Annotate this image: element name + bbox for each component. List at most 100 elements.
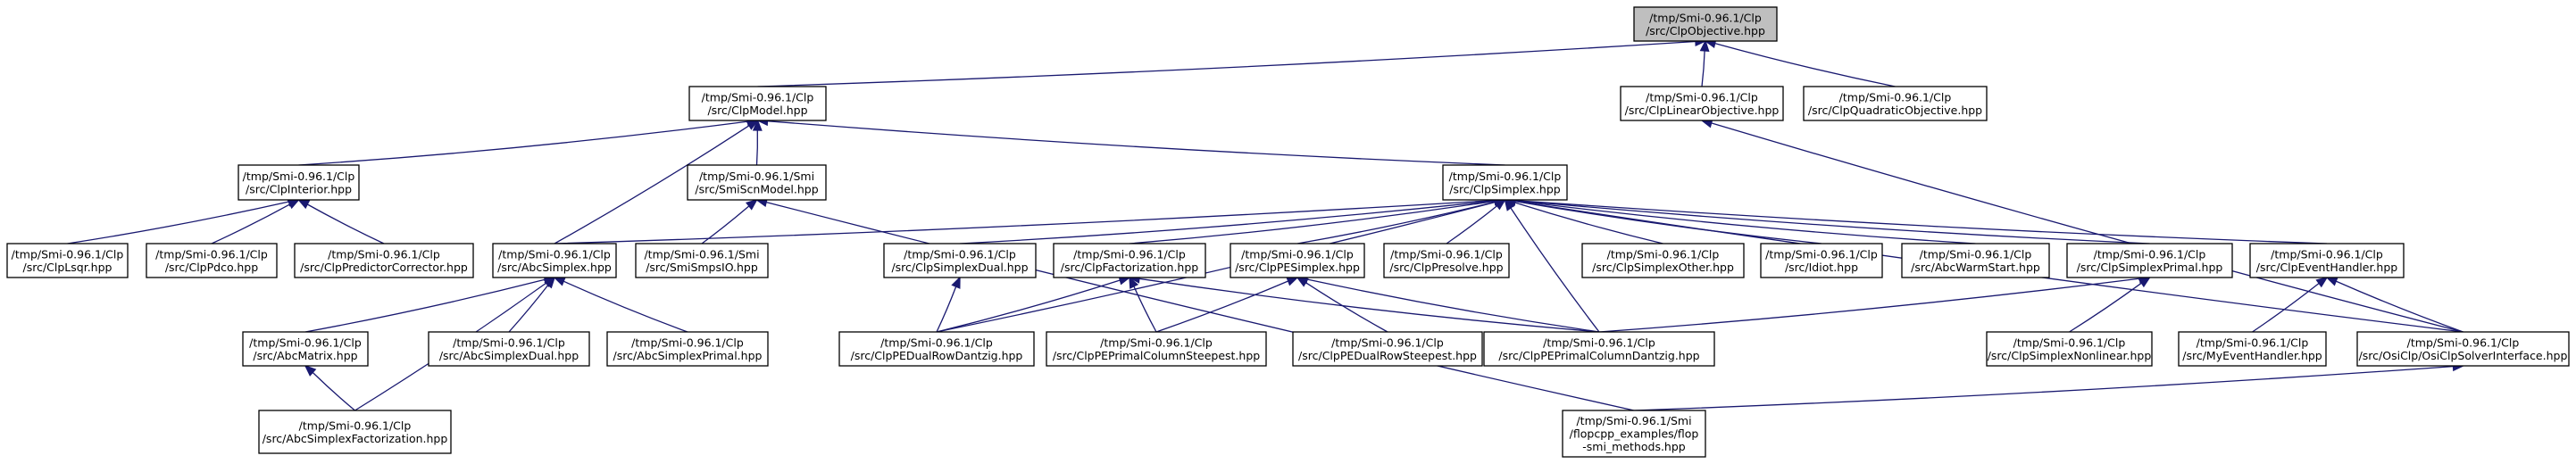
node-clp-objective[interactable]: /tmp/Smi-0.96.1/Clp/src/ClpObjective.hpp [1633, 6, 1778, 42]
node-box [1230, 243, 1365, 278]
edge-clp-pe-primal-column-dantzig-to-clp-simplex-primal [1598, 273, 2152, 333]
node-smi-smps-io[interactable]: /tmp/Smi-0.96.1/Smi/src/SmiSmpsIO.hpp [635, 243, 769, 278]
edge-clp-pe-primal-column-dantzig-to-clp-pe-simplex [1296, 274, 1600, 333]
edge-clp-predictor-corrector-to-clp-interior [296, 199, 385, 244]
edge-flop-smi-methods-to-osi-clp-solver-interface [1633, 361, 2465, 411]
node-box [687, 164, 827, 201]
edge-clp-lsqr-to-clp-interior [67, 196, 301, 244]
node-clp-simplex-other[interactable]: /tmp/Smi-0.96.1/Clp/src/ClpSimplexOther.… [1581, 243, 1745, 278]
node-clp-linear-objective[interactable]: /tmp/Smi-0.96.1/Clp/src/ClpLinearObjecti… [1620, 86, 1784, 121]
node-label-line: /tmp/Smi-0.96.1/Smi [699, 170, 814, 183]
edge-clp-event-handler-to-clp-simplex [1503, 195, 2328, 244]
edge-line [1514, 199, 2328, 244]
node-box [1620, 86, 1784, 121]
node-label-line: /tmp/Smi-0.96.1/Clp [880, 336, 993, 349]
node-label-line: /src/ClpObjective.hpp [1646, 24, 1765, 37]
node-box [606, 331, 769, 367]
node-clp-pe-primal-column-steepest[interactable]: /tmp/Smi-0.96.1/Clp/src/ClpPEPrimalColum… [1046, 331, 1267, 367]
edge-line [1514, 200, 1822, 244]
node-abc-simplex-factorization[interactable]: /tmp/Smi-0.96.1/Clp/src/AbcSimplexFactor… [258, 410, 452, 454]
node-clp-presolve[interactable]: /tmp/Smi-0.96.1/Clp/src/ClpPresolve.hpp [1383, 243, 1510, 278]
node-label-line: /tmp/Smi-0.96.1/Clp [453, 336, 565, 349]
node-my-event-handler[interactable]: /tmp/Smi-0.96.1/Clp/src/MyEventHandler.h… [2178, 331, 2327, 367]
arrowhead [304, 364, 317, 377]
node-label-line: /tmp/Smi-0.96.1/Clp [702, 90, 814, 104]
arrowhead [296, 199, 311, 210]
node-label-line: /src/ClpInterior.hpp [246, 182, 352, 195]
node-label-line: /tmp/Smi-0.96.1/Clp [498, 247, 611, 261]
node-clp-quadratic-objective[interactable]: /tmp/Smi-0.96.1/Clp/src/ClpQuadraticObje… [1803, 86, 1988, 121]
edge-abc-simplex-to-clp-simplex [554, 195, 1507, 244]
node-abc-simplex-primal[interactable]: /tmp/Smi-0.96.1/Clp/src/AbcSimplexPrimal… [606, 331, 769, 367]
edge-line [298, 120, 748, 166]
node-box [1986, 331, 2153, 367]
edge-line [1701, 50, 1705, 87]
node-clp-simplex-dual[interactable]: /tmp/Smi-0.96.1/Clp/src/ClpSimplexDual.h… [883, 243, 1037, 278]
node-clp-pe-simplex[interactable]: /tmp/Smi-0.96.1/Clp/src/ClpPESimplex.hpp [1230, 243, 1365, 278]
node-label-line: /tmp/Smi-0.96.1/Clp [299, 418, 412, 432]
node-flop-smi-methods[interactable]: /tmp/Smi-0.96.1/Smi/flopcpp_examples/flo… [1562, 410, 1706, 458]
node-clp-event-handler[interactable]: /tmp/Smi-0.96.1/Clp/src/ClpEventHandler.… [2249, 243, 2405, 278]
node-box [2249, 243, 2405, 278]
node-label-line: /src/OsiClp/OsiClpSolverInterface.hpp [2359, 349, 2568, 362]
node-box [258, 410, 452, 454]
node-box [492, 243, 617, 278]
edge-clp-pe-dual-row-dantzig-to-clp-factorization [936, 275, 1131, 333]
node-clp-simplex-primal[interactable]: /tmp/Smi-0.96.1/Clp/src/ClpSimplexPrimal… [2066, 243, 2233, 278]
node-clp-pdco[interactable]: /tmp/Smi-0.96.1/Clp/src/ClpPdco.hpp [146, 243, 278, 278]
arrowhead [1286, 277, 1299, 286]
edge-clp-pe-simplex-to-clp-simplex [1296, 197, 1507, 244]
node-label-line: /tmp/Smi-0.96.1/Clp [1331, 336, 1444, 349]
node-label-line: /src/SmiScnModel.hpp [695, 182, 818, 195]
node-clp-predictor-corrector[interactable]: /tmp/Smi-0.96.1/Clp/src/ClpPredictorCorr… [294, 243, 474, 278]
arrowhead [951, 276, 961, 289]
node-abc-warm-start[interactable]: /tmp/Smi-0.96.1/Clp/src/AbcWarmStart.hpp [1901, 243, 2050, 278]
edge-line [936, 201, 1496, 333]
edge-line [304, 278, 546, 333]
edge-line [1446, 205, 1498, 244]
arrowhead [543, 277, 556, 287]
node-box [1803, 86, 1988, 121]
node-smi-scn-model[interactable]: /tmp/Smi-0.96.1/Smi/src/SmiScnModel.hpp [687, 164, 827, 201]
edge-line [936, 286, 957, 333]
node-clp-simplex[interactable]: /tmp/Smi-0.96.1/Clp/src/ClpSimplex.hpp [1442, 164, 1568, 201]
node-clp-pe-dual-row-steepest[interactable]: /tmp/Smi-0.96.1/Clp/src/ClpPEDualRowStee… [1292, 331, 1483, 367]
node-clp-simplex-nonlinear[interactable]: /tmp/Smi-0.96.1/Clp/src/ClpSimplexNonlin… [1986, 331, 2153, 367]
node-clp-pe-primal-column-dantzig[interactable]: /tmp/Smi-0.96.1/Clp/src/ClpPEPrimalColum… [1483, 331, 1715, 367]
node-label-line: /src/ClpSimplexNonlinear.hpp [1988, 349, 2152, 362]
node-label-line: /src/ClpLinearObjective.hpp [1625, 104, 1780, 117]
edge-line [67, 201, 289, 244]
node-osi-clp-solver-interface[interactable]: /tmp/Smi-0.96.1/Clp/src/OsiClp/OsiClpSol… [2356, 331, 2570, 367]
node-box [1633, 6, 1778, 42]
node-abc-matrix[interactable]: /tmp/Smi-0.96.1/Clp/src/AbcMatrix.hpp [242, 331, 369, 367]
edge-line [936, 279, 1121, 333]
edge-line [766, 201, 1635, 411]
edge-line [563, 280, 688, 333]
edge-clp-pe-primal-column-steepest-to-clp-factorization [1129, 276, 1157, 333]
node-label-line: /tmp/Smi-0.96.1/Clp [1646, 90, 1758, 104]
node-label-line: /src/ClpSimplexPrimal.hpp [2077, 261, 2223, 274]
node-clp-interior[interactable]: /tmp/Smi-0.96.1/Clp/src/ClpInterior.hpp [238, 164, 360, 201]
node-clp-pe-dual-row-dantzig[interactable]: /tmp/Smi-0.96.1/Clp/src/ClpPEDualRowDant… [838, 331, 1035, 367]
node-clp-lsqr[interactable]: /tmp/Smi-0.96.1/Clp/src/ClpLsqr.hpp [6, 243, 129, 278]
node-label-line: /tmp/Smi-0.96.1/Clp [631, 336, 744, 349]
node-clp-factorization[interactable]: /tmp/Smi-0.96.1/Clp/src/ClpFactorization… [1053, 243, 1206, 278]
edge-line [767, 120, 1505, 166]
node-label-line: /tmp/Smi-0.96.1/Clp [1241, 247, 1354, 261]
node-box [2178, 331, 2327, 367]
node-abc-simplex-dual[interactable]: /tmp/Smi-0.96.1/Clp/src/AbcSimplexDual.h… [428, 331, 590, 367]
edge-clp-factorization-to-clp-simplex [1129, 195, 1507, 244]
node-label-line: /src/AbcSimplexDual.hpp [439, 349, 579, 362]
edge-line [508, 285, 549, 333]
node-idiot[interactable]: /tmp/Smi-0.96.1/Clp/src/Idiot.hpp [1760, 243, 1883, 278]
node-label-line: /src/AbcSimplexPrimal.hpp [613, 349, 763, 362]
node-box [6, 243, 129, 278]
edges-layer [67, 37, 2465, 411]
node-box [1581, 243, 1745, 278]
edge-line [1306, 278, 1600, 333]
node-abc-simplex[interactable]: /tmp/Smi-0.96.1/Clp/src/AbcSimplex.hpp [492, 243, 617, 278]
node-clp-model[interactable]: /tmp/Smi-0.96.1/Clp/src/ClpModel.hpp [688, 86, 827, 121]
edge-line [1296, 201, 1496, 244]
edge-smi-scn-model-to-clp-model [752, 119, 763, 166]
